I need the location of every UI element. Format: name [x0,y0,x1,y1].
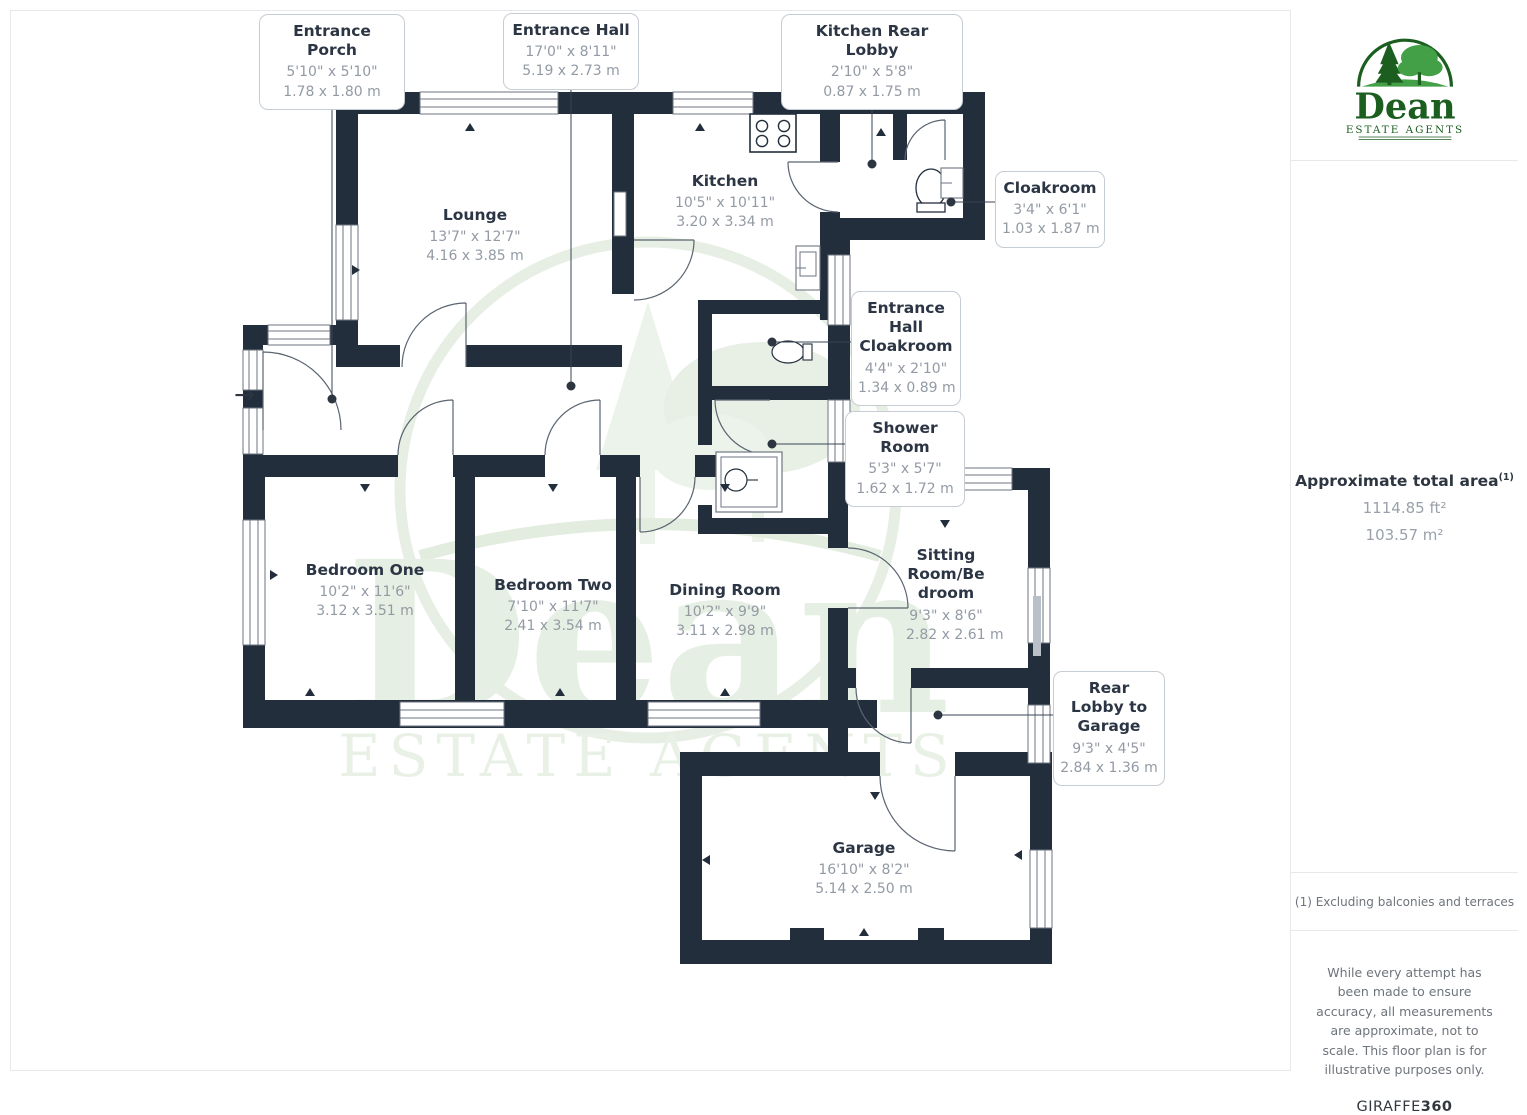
footnote: (1) Excluding balconies and terraces [1291,872,1518,931]
room-name: Kitchen [691,172,759,190]
room-dims-imperial: 9'3" x 8'6" [909,607,983,624]
room-name: Lounge [442,206,508,224]
leader-lines [327,81,1053,720]
room-dims-metric: 4.16 x 3.85 m [426,248,524,265]
room-name: Dining Room [669,581,781,599]
label-dining-room: Dining Room 10'2" x 9'9" 3.11 x 2.98 m [645,581,805,641]
room-dims-metric: 0.87 x 1.75 m [823,83,921,100]
room-name: Entrance Hall [512,21,630,39]
label-bedroom-two: Bedroom Two 7'10" x 11'7" 2.41 x 3.54 m [473,576,633,636]
room-dims-metric: 3.11 x 2.98 m [676,623,774,640]
label-sitting-room-bedroom: Sitting Room/Bedroom 9'3" x 8'6" 2.82 x … [906,546,1004,644]
room-dims-imperial: 10'2" x 11'6" [319,584,411,601]
dean-logo-icon: Dean ESTATE AGENTS [1345,38,1463,140]
giraffe360-brand: GIRAFFE360 [1311,1099,1498,1115]
label-shower-room: Shower Room 5'3" x 5'7" 1.62 x 1.72 m [845,411,965,507]
room-name: Cloakroom [1003,179,1097,197]
room-dims-metric: 2.41 x 3.54 m [504,618,602,635]
label-kitchen-rear-lobby: Kitchen Rear Lobby 2'10" x 5'8" 0.87 x 1… [781,14,963,110]
room-dims-imperial: 16'10" x 8'2" [818,862,910,879]
label-entrance-hall-cloakroom: Entrance Hall Cloakroom 4'4" x 2'10" 1.3… [851,291,961,407]
room-dims-imperial: 17'0" x 8'11" [525,44,617,61]
room-dims-imperial: 3'4" x 6'1" [1013,202,1087,219]
room-dims-metric: 1.78 x 1.80 m [283,83,381,100]
disclaimer-text: While every attempt has been made to ens… [1316,965,1493,1077]
room-dims-imperial: 10'2" x 9'9" [683,604,767,621]
windows [242,91,1053,929]
footnote-text: (1) Excluding balconies and terraces [1294,895,1515,909]
entrance-arrow-icon: → [234,380,255,409]
room-dims-imperial: 7'10" x 11'7" [507,599,599,616]
brand-suffix: 360 [1420,1099,1453,1115]
label-bedroom-one: Bedroom One 10'2" x 11'6" 3.12 x 3.51 m [285,561,445,621]
label-lounge: Lounge 13'7" x 12'7" 4.16 x 3.85 m [395,206,555,266]
room-dims-imperial: 13'7" x 12'7" [429,229,521,246]
shower-icon [715,451,783,513]
total-area-heading: Approximate total area(1) [1291,472,1518,490]
room-dims-metric: 1.62 x 1.72 m [856,480,954,497]
radiator [613,191,1041,656]
label-rear-lobby-to-garage: Rear Lobby to Garage 9'3" x 4'5" 2.84 x … [1053,671,1165,787]
room-dims-imperial: 10'5" x 10'11" [674,195,776,212]
floor-plan: Dean ESTATE AGENTS [234,13,1165,964]
label-entrance-hall: Entrance Hall 17'0" x 8'11" 5.19 x 2.73 … [503,13,639,90]
doors [262,119,956,852]
room-dims-metric: 3.20 x 3.34 m [676,214,774,231]
sink-icon [795,245,821,291]
room-name: Rear Lobby to Garage [1070,679,1148,736]
room-dims-metric: 2.82 x 2.61 m [906,626,1004,643]
brand-name: GIRAFFE [1356,1099,1421,1115]
room-dims-imperial: 9'3" x 4'5" [1072,740,1146,757]
floor-plan-drawing: Dean ESTATE AGENTS [242,81,1053,964]
room-name: Entrance Porch [293,22,371,60]
disclaimer-block: While every attempt has been made to ens… [1291,930,1518,1115]
room-dims-metric: 5.14 x 2.50 m [815,881,913,898]
total-area-footnote-marker: (1) [1498,472,1514,483]
room-name: Shower Room [872,419,938,457]
hob-icon [749,113,797,153]
room-name: Bedroom One [305,561,425,579]
room-dims-imperial: 2'10" x 5'8" [830,64,914,81]
logo-name: Dean [1354,87,1455,128]
room-dims-metric: 1.34 x 0.89 m [858,379,956,396]
total-area-metric: 103.57 m² [1365,526,1444,545]
room-name: Bedroom Two [494,576,612,594]
label-kitchen: Kitchen 10'5" x 10'11" 3.20 x 3.34 m [645,172,805,232]
room-dims-metric: 3.12 x 3.51 m [316,603,414,620]
wc-basin-icon [771,340,813,364]
wall-ticks [270,123,1022,936]
label-entrance-porch: Entrance Porch 5'10" x 5'10" 1.78 x 1.80… [259,14,405,110]
room-dims-metric: 2.84 x 1.36 m [1060,759,1158,776]
label-cloakroom: Cloakroom 3'4" x 6'1" 1.03 x 1.87 m [995,171,1105,248]
room-name: Sitting Room/Bedroom [907,546,985,603]
total-area-imperial: 1114.85 ft² [1362,499,1447,518]
fixtures [715,113,964,513]
room-dims-imperial: 5'10" x 5'10" [286,64,378,81]
room-name: Garage [832,839,896,857]
room-name: Entrance Hall Cloakroom [859,299,953,356]
room-dims-metric: 1.03 x 1.87 m [1002,221,1100,238]
total-area-block: Approximate total area(1) 1114.85 ft² 10… [1291,472,1518,544]
label-garage: Garage 16'10" x 8'2" 5.14 x 2.50 m [784,839,944,899]
room-dims-imperial: 4'4" x 2'10" [864,360,948,377]
sidebar: Dean ESTATE AGENTS Approximate total are… [1290,10,1518,1115]
room-dims-imperial: 5'3" x 5'7" [868,461,942,478]
room-name: Kitchen Rear Lobby [815,22,929,60]
room-dims-metric: 5.19 x 2.73 m [522,63,620,80]
agency-logo: Dean ESTATE AGENTS [1291,10,1518,161]
basin-icon [940,167,964,199]
logo-tagline: ESTATE AGENTS [1345,124,1463,136]
total-area-heading-text: Approximate total area [1295,472,1499,491]
